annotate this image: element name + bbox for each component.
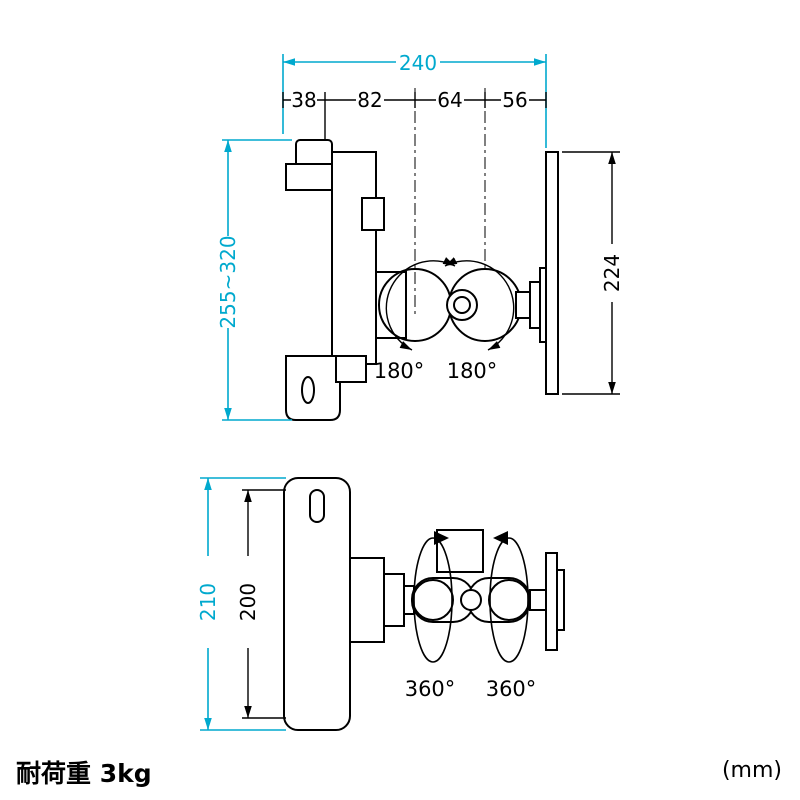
rotation-arrow-left-180 xyxy=(385,257,456,351)
dimension-200: 200 xyxy=(236,489,286,719)
rotation-arrow-left-360 xyxy=(413,537,453,663)
arm-assembly-plan xyxy=(349,529,565,651)
rotation-label-left-360: 360° xyxy=(405,677,456,701)
rotation-arrowhead-right xyxy=(493,531,508,545)
rotation-arrow-right-360 xyxy=(489,537,529,663)
rotation-arrow-right-180 xyxy=(444,257,515,351)
dim-38-label: 38 xyxy=(291,88,316,112)
joint-right-plan xyxy=(488,579,530,621)
joint-mid-plan xyxy=(460,589,482,611)
dim-82-label: 82 xyxy=(357,88,382,112)
monitor-plate-side xyxy=(545,151,559,395)
dim-64-label: 64 xyxy=(437,88,462,112)
keyhole-slot xyxy=(309,489,325,523)
dim-56-label: 56 xyxy=(502,88,527,112)
wall-bracket-side xyxy=(285,139,385,421)
joint-left-plan xyxy=(412,579,454,621)
dim-240-label: 240 xyxy=(399,51,437,75)
dim-224-label: 224 xyxy=(600,254,624,292)
plate-cap xyxy=(556,569,565,631)
rotation-arrowhead-left xyxy=(434,531,449,545)
dimension-240: 240 xyxy=(282,51,547,148)
dimension-chain: 38 82 64 56 xyxy=(282,88,547,140)
dim-255-320-label: 255~320 xyxy=(216,235,240,328)
monitor-plate-plan xyxy=(545,552,558,651)
top-view: 180° 180° 240 38 82 64 56 xyxy=(216,51,624,421)
rotation-label-right-360: 360° xyxy=(486,677,537,701)
joint-hub-outer xyxy=(446,289,478,321)
bottom-view: 360° 360° 210 200 xyxy=(196,477,565,731)
rotation-label-left: 180° xyxy=(374,359,425,383)
arm-assembly-side xyxy=(375,151,559,395)
dim-210-label: 210 xyxy=(196,583,220,621)
plate-connector xyxy=(529,589,547,611)
mount-slot xyxy=(301,376,315,404)
dim-200-label: 200 xyxy=(236,583,260,621)
dimension-224: 224 xyxy=(562,151,624,395)
unit-label: (mm) xyxy=(721,758,782,783)
load-capacity-label: 耐荷重 3kg xyxy=(16,759,152,788)
dimension-255-320: 255~320 xyxy=(216,139,292,421)
wall-bracket-plan xyxy=(283,477,351,731)
dimension-210: 210 xyxy=(196,477,286,731)
rotation-label-right: 180° xyxy=(447,359,498,383)
